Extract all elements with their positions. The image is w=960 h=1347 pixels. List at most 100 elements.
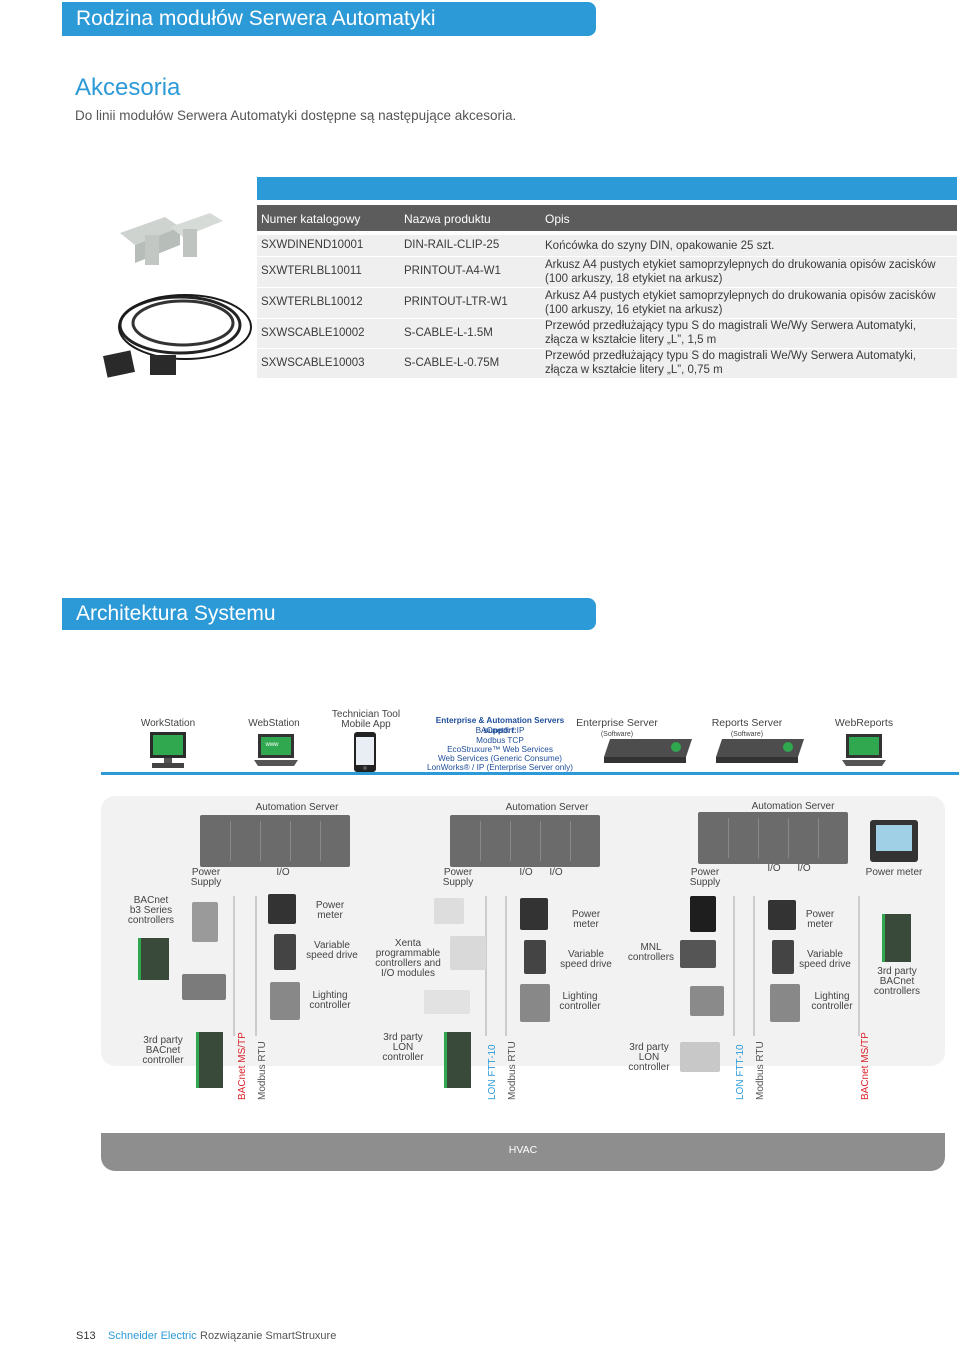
banner-title: Rodzina modułów Serwera Automatyki — [76, 7, 436, 30]
tp-lon-label-1b: LON — [392, 1042, 414, 1053]
bacnet-b3-label-1: BACnet — [133, 895, 169, 906]
lighting-controller-icon-3 — [770, 984, 800, 1022]
cell-code: SXWTERLBL10011 — [261, 265, 362, 277]
xenta-io-module-icon — [424, 990, 470, 1014]
bus-line-modbus-3 — [753, 896, 755, 1036]
xenta-module-icon-1 — [434, 898, 464, 924]
io-label-2b: I/O — [549, 867, 563, 878]
www-label: www — [265, 742, 279, 748]
xenta-label-4: I/O modules — [381, 968, 435, 979]
lighting-label-1b: controller — [309, 1000, 351, 1011]
cell-desc-line2: (100 arkuszy, 18 etykiet na arkusz) — [545, 273, 723, 285]
xenta-label-1: Xenta — [394, 938, 422, 949]
support-item-lonworks: LonWorks® / IP (Enterprise Server only) — [427, 763, 573, 772]
mobile-phone-icon — [354, 732, 376, 772]
cell-name: S-CABLE-L-1.5M — [404, 327, 493, 339]
tp-bacnet-right-label-2: BACnet — [879, 976, 915, 987]
enterprise-server-label: Enterprise Server — [576, 717, 658, 729]
technician-tool-label: Technician Tool — [331, 709, 401, 720]
tp-lon-label-2b: LON — [638, 1052, 660, 1063]
reports-server-label: Reports Server — [711, 717, 783, 729]
tp-lon-label-2c: controller — [628, 1062, 670, 1073]
io-label-3a: I/O — [767, 863, 781, 874]
power-supply-label-1a: Power — [191, 867, 221, 878]
cell-desc-line2: złącza w kształcie litery „L”, 0,75 m — [545, 364, 723, 376]
power-meter-label-2b: meter — [573, 919, 599, 930]
mnl-label-1: MNL — [640, 942, 662, 953]
support-item-web-services: Web Services (Generic Consume) — [437, 754, 563, 763]
power-meter-label-3a: Power — [805, 909, 835, 920]
vsd-label-2b: speed drive — [560, 959, 612, 970]
laptop-icon — [254, 734, 298, 766]
power-supply-label-2b: Supply — [442, 877, 474, 888]
cell-desc-line1: Arkusz A4 pustych etykiet samoprzylepnyc… — [545, 290, 936, 302]
workstation-label: WorkStation — [140, 718, 196, 729]
reports-server-sub: (Software) — [730, 731, 764, 738]
table-row: SXWTERLBL10012 PRINTOUT-LTR-W1 Arkusz A4… — [257, 288, 957, 319]
power-meter-label-1a: Power — [315, 900, 345, 911]
lon-ftt10-label-3: LON FTT-10 — [735, 1044, 746, 1100]
table-row: SXWTERLBL10011 PRINTOUT-A4-W1 Arkusz A4 … — [257, 257, 957, 288]
lighting-label-1a: Lighting — [312, 990, 348, 1001]
xenta-label-3: controllers and — [375, 958, 441, 969]
sensor-icon — [182, 974, 226, 1000]
tp-lon-label-1a: 3rd party — [383, 1032, 423, 1043]
table-header: Numer katalogowy Nazwa produktu Opis — [257, 205, 957, 231]
automation-server-device-2 — [450, 815, 600, 867]
modbus-rtu-label-3: Modbus RTU — [755, 1041, 766, 1100]
s-cable-icon — [103, 294, 252, 378]
cell-name: DIN-RAIL-CLIP-25 — [404, 239, 500, 251]
actuator-icon — [192, 902, 218, 942]
webstation-label: WebStation — [248, 718, 300, 729]
table-row: SXWSCABLE10003 S-CABLE-L-0.75M Przewód p… — [257, 349, 957, 379]
cell-code: SXWDINEND10001 — [261, 239, 364, 251]
ethernet-bus-line — [101, 772, 959, 775]
tp-bacnet-label-1: 3rd party — [143, 1035, 183, 1046]
power-meter-top-label: Power meter — [865, 867, 923, 878]
power-meter-device-icon — [870, 820, 918, 862]
vsd-icon-3 — [772, 940, 794, 974]
io-label-2a: I/O — [519, 867, 533, 878]
tp-lon-controller-icon — [444, 1032, 471, 1088]
bus-line-lon-3 — [733, 896, 735, 1036]
enterprise-server-rack-icon — [604, 739, 692, 763]
webreports-laptop-icon — [842, 734, 886, 766]
tp-bacnet-controller-icon-right — [882, 914, 911, 962]
bacnet-b3-controller-icon — [138, 938, 169, 980]
automation-server-device-1 — [200, 815, 350, 867]
table-row: SXWDINEND10001 DIN-RAIL-CLIP-25 Końcówka… — [257, 235, 957, 257]
footer-page-number: S13 — [76, 1330, 96, 1342]
architecture-title: Architektura Systemu — [76, 602, 276, 625]
bacnet-mstp-label-1: BACnet MS/TP — [237, 1032, 248, 1100]
automation-server-label-1: Automation Server — [255, 802, 339, 813]
vsd-label-1b: speed drive — [306, 950, 358, 961]
column-header-desc: Opis — [545, 212, 570, 226]
tp-lon-label-2a: 3rd party — [629, 1042, 669, 1053]
hvac-label: HVAC — [508, 1144, 538, 1156]
webreports-label: WebReports — [834, 717, 894, 729]
table-top-bar — [257, 177, 957, 200]
xenta-module-icon-2 — [450, 936, 486, 970]
power-supply-label-3b: Supply — [689, 877, 721, 888]
power-meter-label-1b: meter — [317, 910, 343, 921]
bus-line-bacnet-3 — [858, 896, 860, 1036]
tp-lon-label-1c: controller — [382, 1052, 424, 1063]
section-title-accessories: Akcesoria — [75, 74, 181, 101]
power-supply-label-2a: Power — [443, 867, 473, 878]
cell-desc: Końcówka do szyny DIN, opakowanie 25 szt… — [545, 240, 775, 252]
tp-lon-device-icon — [680, 1042, 720, 1072]
power-meter-label-3b: meter — [807, 919, 833, 930]
intro-text: Do linii modułów Serwera Automatyki dost… — [75, 108, 517, 123]
support-item-modbus-tcp: Modbus TCP — [476, 736, 524, 745]
vsd-label-2a: Variable — [568, 949, 604, 960]
lighting-controller-icon-2 — [520, 984, 550, 1022]
io-label-1: I/O — [276, 867, 290, 878]
automation-server-device-3 — [698, 812, 848, 864]
mnl-controller-icon — [680, 940, 716, 968]
bus-line-modbus-2 — [505, 896, 507, 1036]
power-supply-label-1b: Supply — [190, 877, 222, 888]
tp-bacnet-label-2: BACnet — [145, 1045, 181, 1056]
support-item-ecostruxure: EcoStruxure™ Web Services — [447, 745, 553, 754]
footer-title: Rozwiązanie SmartStruxure — [200, 1330, 337, 1342]
mobile-app-label: Mobile App — [341, 719, 391, 730]
